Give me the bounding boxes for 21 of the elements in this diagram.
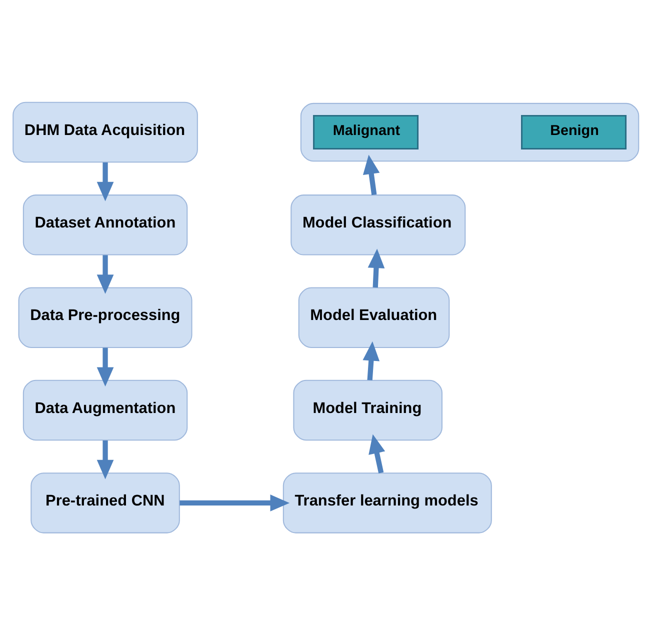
arrow [179,494,290,511]
cluster [300,102,639,162]
arrow [368,434,385,473]
node-box: Dataset Annotation [22,194,188,255]
arrow [96,254,114,294]
arrow [362,340,380,380]
node-box: Pre-trained CNN [30,472,180,533]
node-box: Benign [520,114,626,150]
node-box: Transfer learning models [282,472,492,533]
arrow [367,248,384,288]
node-box: Data Pre-processing [18,286,192,348]
node-box: Model Training [292,379,442,440]
node-box: Model Evaluation [298,286,450,348]
node-box: Model Classification [290,194,466,255]
arrow [96,347,114,386]
node-box: Data Augmentation [22,379,188,440]
arrow [362,154,380,195]
node-box: DHM Data Acquisition [12,101,198,162]
arrow [96,162,114,201]
node-box: Malignant [312,114,418,150]
arrow [96,440,114,479]
